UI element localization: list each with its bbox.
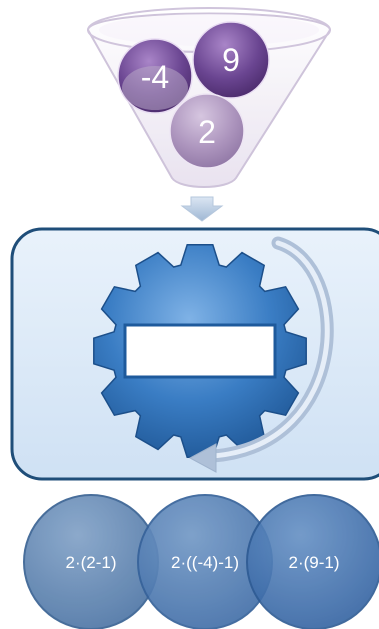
process-box [125,325,275,377]
input-label-2: 2 [198,114,216,150]
input-label-minus4: -4 [141,59,169,95]
output-circles: 2·(2-1) 2·((-4)-1) 2·(9-1) [24,495,379,629]
input-label-9: 9 [222,42,240,78]
output-label-1: 2·(2-1) [65,553,116,572]
input-ball-minus4: -4 [118,39,192,113]
input-ball-2: 2 [170,94,244,168]
output-label-2: 2·((-4)-1) [171,553,239,572]
down-arrow-icon [182,197,222,221]
input-ball-9: 9 [193,22,269,98]
output-label-3: 2·(9-1) [288,553,339,572]
